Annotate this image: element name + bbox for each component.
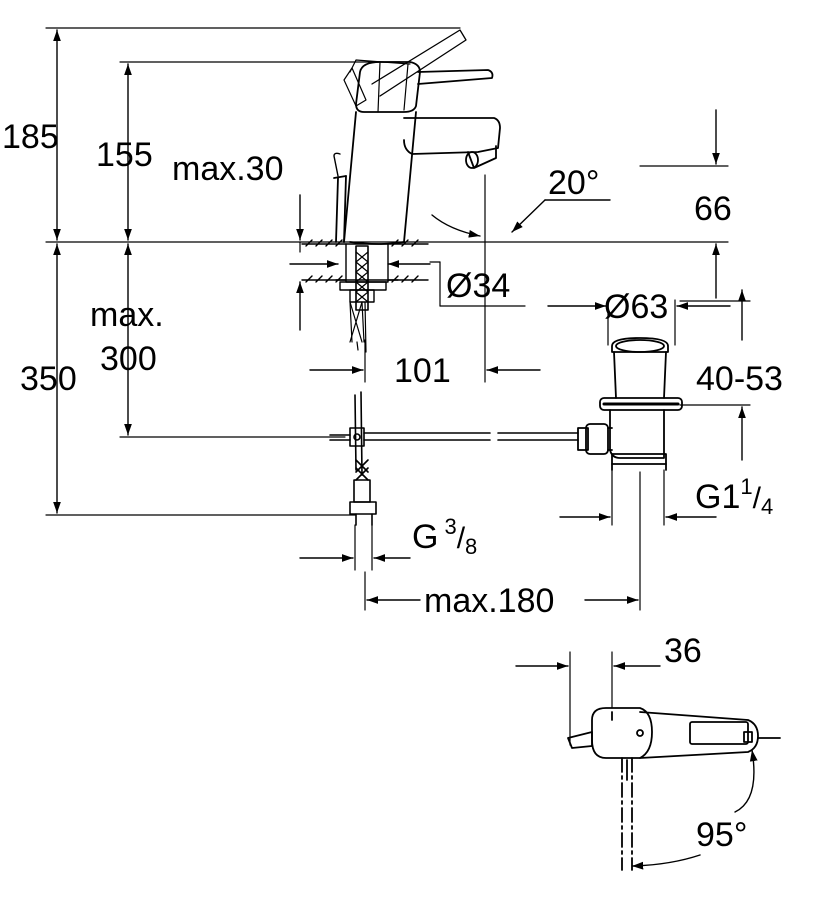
dimension-arrows: [53, 29, 758, 870]
thread-g1-denominator: 4: [760, 494, 774, 519]
dim-36: 36: [664, 632, 702, 670]
faucet-top-view: [567, 707, 781, 871]
dim-diameter-63: Ø63: [604, 288, 669, 326]
dim-max180: max.180: [424, 582, 555, 620]
dim-thread-g1-1-4: G11/4: [695, 476, 773, 518]
faucet-body: [333, 29, 501, 245]
dim-40-53: 40-53: [696, 360, 783, 398]
thread-g1-slash: /: [752, 482, 761, 515]
dim-max-label: max.: [90, 296, 164, 334]
popup-mechanism: [329, 391, 579, 526]
countertop: [301, 239, 429, 303]
dim-angle-95: 95°: [696, 816, 748, 854]
dim-diameter-34: Ø34: [446, 267, 511, 305]
dim-66: 66: [694, 190, 732, 228]
thread-g1-numerator: 1: [740, 474, 753, 499]
dim-350: 350: [20, 360, 77, 398]
thread-g1-main: G1: [695, 478, 741, 516]
thread-g-numerator: 3: [444, 514, 457, 539]
thread-g-denominator: 8: [465, 534, 478, 559]
dim-max30: max.30: [172, 150, 284, 188]
drain-assembly: [577, 337, 683, 471]
dim-101: 101: [394, 352, 451, 390]
thread-g-slash: /: [456, 522, 466, 555]
dim-angle-20: 20°: [548, 164, 600, 202]
dim-300: 300: [100, 340, 157, 378]
dim-185: 185: [2, 118, 59, 156]
supply-hose: [349, 245, 369, 353]
dim-155: 155: [96, 136, 153, 174]
extension-lines: [45, 27, 751, 746]
thread-g-main: G: [412, 518, 439, 556]
